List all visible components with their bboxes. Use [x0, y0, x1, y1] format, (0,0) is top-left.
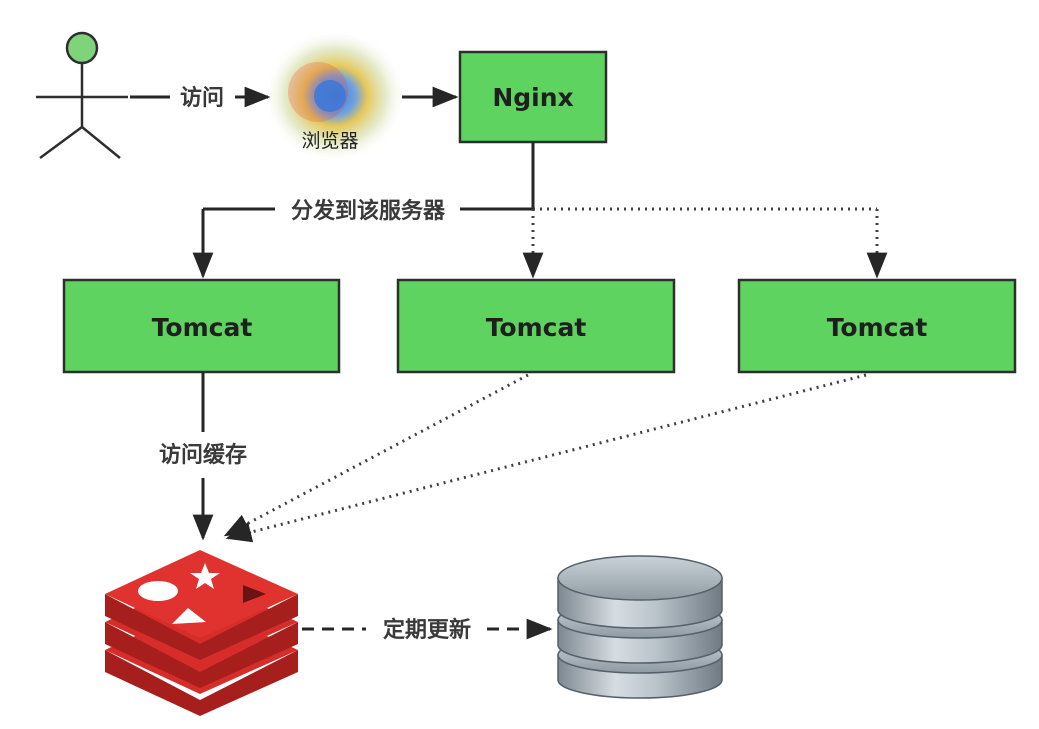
dispatch-label: 分发到该服务器 [291, 198, 446, 224]
dispatch-edges: 分发到该服务器 [192, 142, 888, 279]
redis-cache-icon [105, 550, 298, 716]
database-cylinder-icon [557, 555, 723, 699]
user-icon [36, 31, 128, 160]
nginx-label: Nginx [492, 83, 573, 112]
nginx-node: Nginx [458, 50, 608, 144]
cache-edges: 访问缓存 [159, 372, 867, 543]
periodic-update-edge: 定期更新 [302, 617, 553, 643]
access-cache-label: 访问缓存 [159, 442, 247, 468]
periodic-update-label: 定期更新 [383, 617, 471, 643]
browser-label: 浏览器 [301, 130, 358, 152]
visit-edge: 访问 [130, 85, 271, 111]
chrome-center-blur [314, 80, 346, 112]
browser-node: 浏览器 [270, 35, 400, 157]
tomcat-node-1: Tomcat [62, 278, 341, 374]
tomcat-label-2: Tomcat [486, 313, 587, 342]
visit-label: 访问 [180, 85, 224, 111]
tomcat-node-3: Tomcat [737, 278, 1017, 374]
tomcat-node-2: Tomcat [396, 278, 676, 374]
tomcat-label-1: Tomcat [152, 313, 253, 342]
tomcat-label-3: Tomcat [827, 313, 928, 342]
